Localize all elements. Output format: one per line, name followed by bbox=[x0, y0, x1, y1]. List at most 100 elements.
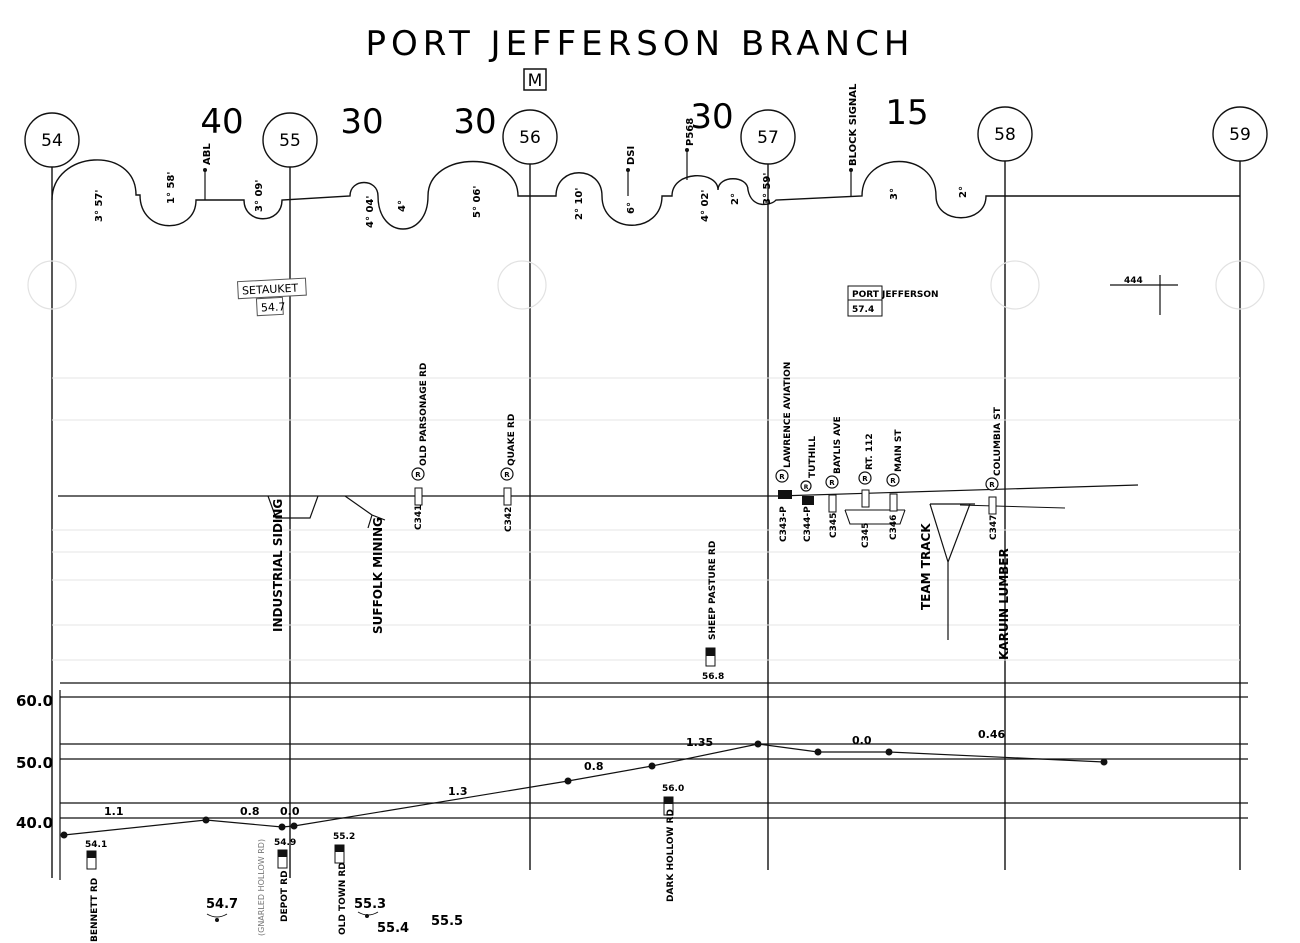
station-setauket: SETAUKET 54.7 bbox=[236, 277, 307, 317]
bottom-crossing: 56.0 DARK HOLLOW RD bbox=[662, 784, 684, 902]
grade-label: 0.0 bbox=[852, 734, 872, 747]
curve-labels: 3° 57' 1° 58' 3° 09' 4° 04' 4° 5° 06' 2°… bbox=[94, 172, 969, 228]
curve-label: 4° 02' bbox=[700, 190, 711, 222]
svg-text:C347: C347 bbox=[989, 515, 999, 540]
milepost-59: 59 bbox=[1212, 106, 1268, 162]
svg-text:BENNETT RD: BENNETT RD bbox=[90, 878, 100, 942]
marker-444: 444 bbox=[1110, 275, 1178, 315]
curve-label: 2° bbox=[958, 186, 969, 198]
curve-label: 2° bbox=[730, 193, 741, 205]
svg-text:57.4: 57.4 bbox=[852, 305, 874, 315]
svg-text:R: R bbox=[415, 471, 421, 479]
station-port-jefferson: PORT JEFFERSON 57.4 bbox=[847, 285, 939, 317]
speed-limit: 30 bbox=[340, 102, 383, 142]
grade-label: 0.46 bbox=[978, 728, 1005, 741]
elevation-label: 60.0 bbox=[16, 692, 53, 710]
svg-text:C343-P: C343-P bbox=[779, 506, 789, 542]
svg-text:56: 56 bbox=[519, 128, 541, 148]
grade-label: 1.1 bbox=[104, 805, 124, 818]
elevation-label: 40.0 bbox=[16, 814, 53, 832]
svg-text:R: R bbox=[779, 473, 785, 481]
curve-label: 3° bbox=[889, 188, 900, 200]
elevation-label: 50.0 bbox=[16, 754, 53, 772]
curve-label: 3° 09' bbox=[254, 180, 265, 212]
bottom-crossing: 54.1 BENNETT RD bbox=[85, 840, 107, 942]
grade-label: 1.35 bbox=[686, 736, 713, 749]
milepost-55: 55 bbox=[262, 112, 318, 168]
crossing: R BAYLIS AVE C345 bbox=[825, 416, 843, 538]
curve-label: 1° 58' bbox=[166, 172, 177, 204]
svg-text:R: R bbox=[804, 484, 809, 491]
milepost-57: 57 bbox=[740, 109, 796, 165]
svg-text:R: R bbox=[862, 475, 868, 483]
crossing: R OLD PARSONAGE RD C341 bbox=[411, 363, 429, 530]
siding-label: SUFFOLK MINING bbox=[371, 517, 385, 634]
crossing: R LAWRENCE AVIATION C343-P bbox=[775, 362, 793, 542]
svg-text:C346: C346 bbox=[889, 515, 899, 540]
bottom-milepost: 55.4 bbox=[377, 921, 409, 936]
speed-limit: 40 bbox=[200, 102, 243, 142]
curve-label: 5° 06' bbox=[472, 186, 483, 218]
bottom-milepost: 55.3 bbox=[354, 897, 386, 912]
crossing: R TUTHILL C344-P bbox=[800, 436, 818, 542]
bottom-milepost: 55.5 bbox=[431, 914, 463, 929]
main-track-east bbox=[777, 484, 1139, 497]
speed-limit: 15 bbox=[885, 93, 928, 133]
sheep-pasture-crossing: SHEEP PASTURE RD 56.8 bbox=[702, 541, 724, 682]
svg-text:QUAKE RD: QUAKE RD bbox=[507, 414, 517, 466]
svg-text:DEPOT RD: DEPOT RD bbox=[280, 870, 290, 922]
industrial-siding-track bbox=[267, 495, 319, 519]
block-signal-label: BLOCK SIGNAL bbox=[848, 83, 859, 166]
svg-text:BAYLIS AVE: BAYLIS AVE bbox=[833, 416, 843, 474]
svg-text:59: 59 bbox=[1229, 125, 1251, 145]
profile-points bbox=[60, 740, 1108, 839]
svg-text:COLUMBIA ST: COLUMBIA ST bbox=[993, 406, 1003, 476]
m-box-label: M bbox=[528, 71, 543, 91]
svg-text:(GNARLED HOLLOW RD): (GNARLED HOLLOW RD) bbox=[257, 839, 266, 936]
svg-text:R: R bbox=[890, 477, 896, 485]
curvature-line bbox=[51, 159, 1240, 230]
grade-label: 0.0 bbox=[280, 805, 300, 818]
svg-text:SHEEP PASTURE RD: SHEEP PASTURE RD bbox=[708, 541, 718, 640]
bottom-milepost: 54.7 bbox=[206, 897, 238, 912]
grade-label: 0.8 bbox=[584, 760, 604, 773]
svg-text:PORT JEFFERSON: PORT JEFFERSON bbox=[852, 290, 939, 300]
siding-label: KARUIN LUMBER bbox=[997, 548, 1011, 660]
crossing: R QUAKE RD C342 bbox=[500, 414, 517, 532]
svg-text:57: 57 bbox=[757, 128, 779, 148]
milepost-54: 54 bbox=[24, 112, 80, 168]
yard-lead bbox=[959, 504, 1066, 509]
svg-text:R: R bbox=[989, 481, 995, 489]
svg-text:C342: C342 bbox=[504, 507, 514, 532]
elevation-profile bbox=[63, 743, 1105, 836]
svg-text:R: R bbox=[829, 479, 835, 487]
svg-text:C345: C345 bbox=[829, 513, 839, 538]
milepost-56: 56 bbox=[502, 109, 558, 165]
svg-text:OLD PARSONAGE RD: OLD PARSONAGE RD bbox=[419, 363, 429, 466]
grade-label: 1.3 bbox=[448, 785, 468, 798]
svg-text:C345: C345 bbox=[861, 523, 871, 548]
svg-text:MAIN ST: MAIN ST bbox=[894, 429, 904, 472]
svg-text:R: R bbox=[504, 471, 510, 479]
svg-text:RT. 112: RT. 112 bbox=[865, 433, 875, 470]
svg-text:54.1: 54.1 bbox=[85, 840, 107, 850]
siding-label: TEAM TRACK bbox=[919, 523, 933, 610]
bottom-crossing: 55.2 OLD TOWN RD bbox=[333, 832, 355, 935]
crossing: R MAIN ST C346 bbox=[886, 429, 904, 540]
curve-label: 2° 10' bbox=[574, 188, 585, 220]
bottom-crossing: (GNARLED HOLLOW RD) bbox=[257, 839, 266, 936]
chart-title: PORT JEFFERSON BRANCH bbox=[366, 24, 915, 64]
curve-label: 4° 04' bbox=[365, 196, 376, 228]
svg-text:56.0: 56.0 bbox=[662, 784, 684, 794]
dsi-label: DSI bbox=[626, 146, 637, 165]
svg-text:55.2: 55.2 bbox=[333, 832, 355, 842]
bottom-crossing: 54.9 DEPOT RD bbox=[274, 838, 296, 922]
team-track bbox=[929, 503, 975, 640]
svg-text:OLD TOWN RD: OLD TOWN RD bbox=[338, 862, 348, 935]
curve-label: 3° 57' bbox=[94, 190, 105, 222]
m-box bbox=[523, 68, 547, 91]
svg-text:54.9: 54.9 bbox=[274, 838, 296, 848]
svg-text:DARK HOLLOW RD: DARK HOLLOW RD bbox=[666, 809, 676, 902]
svg-text:TUTHILL: TUTHILL bbox=[808, 436, 818, 478]
